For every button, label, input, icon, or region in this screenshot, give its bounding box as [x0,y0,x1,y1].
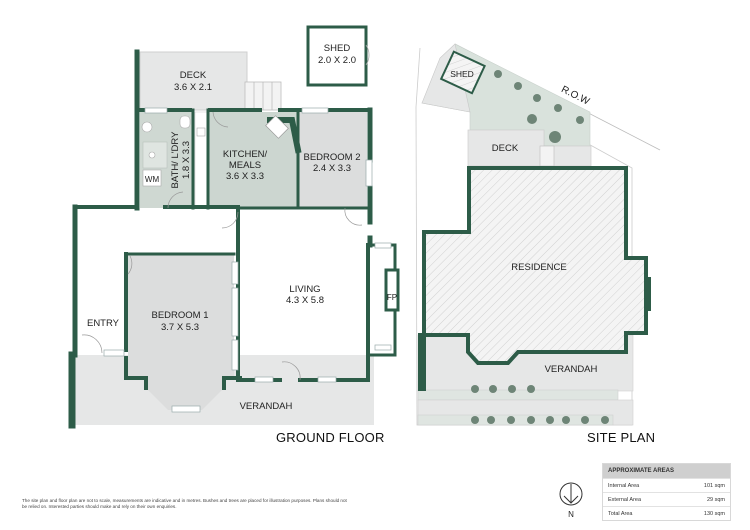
shed-dims: 2.0 X 2.0 [318,55,356,66]
site-deck-label: DECK [492,143,519,154]
site-plan-title: SITE PLAN [587,430,656,445]
ground-floor-title: GROUND FLOOR [276,430,385,445]
areas-row-label: Total Area [608,510,633,517]
living-label: LIVING [289,284,320,295]
site-verandah-label: VERANDAH [545,364,598,375]
deck-area [139,51,248,111]
walls [68,49,400,429]
areas-row-total: Total Area 130 sqm [603,506,730,520]
living-dims: 4.3 X 5.8 [286,295,324,306]
stove-icon [265,115,289,139]
bath-laundry-dims: 1.8 X 3.3 [181,141,192,179]
kitchen-dims: 3.6 X 3.3 [226,171,264,182]
areas-row-internal: Internal Area 101 sqm [603,478,730,492]
residence-label: RESIDENCE [511,262,566,273]
trees [494,70,584,143]
areas-row-external: External Area 29 sqm [603,492,730,506]
bedroom-2-room [299,112,367,208]
deck-label: DECK [180,70,207,81]
disclaimer-text: The site plan and floor plan are not to … [22,498,347,509]
areas-row-value: 130 sqm [703,510,725,517]
residence-footprint [422,166,648,365]
site-plan: SHED R.O.W DECK RESIDENCE VERANDAH [415,43,661,426]
site-shed [439,50,486,95]
washing-machine-label: WM [145,175,160,184]
site-shed-label: SHED [450,69,474,79]
bedroom-1-label: BEDROOM 1 [151,310,208,321]
ground-floor-plan: DECK 3.6 X 2.1 SHED 2.0 X 2.0 BATH/ L'DR… [68,25,400,429]
north-arrow-icon [559,482,583,506]
kitchen-label-2: MEALS [229,160,261,171]
areas-row-value: 101 sqm [703,482,725,489]
north-label: N [568,510,574,519]
windows [103,107,392,413]
deck-stairs [244,81,282,111]
bedroom-1-dims: 3.7 X 5.3 [161,322,199,333]
fireplace-label: FP [387,293,397,302]
bath-laundry-label: BATH/ L'DRY [170,131,181,189]
north-arrow: N [558,482,584,522]
kitchen-label: KITCHEN/ [223,149,268,160]
areas-row-label: Internal Area [608,482,640,489]
shed-label: SHED [324,43,351,54]
approximate-areas-table: APPROXIMATE AREAS Internal Area 101 sqm … [602,463,731,521]
areas-row-label: External Area [608,496,642,503]
entry-label: ENTRY [87,318,120,329]
door-swings [81,111,363,381]
bedroom-2-dims: 2.4 X 3.3 [313,163,351,174]
front-trees [471,385,609,424]
bedroom-2-label: BEDROOM 2 [303,152,360,163]
deck-dims: 3.6 X 2.1 [174,82,212,93]
living-room [240,210,368,380]
areas-heading: APPROXIMATE AREAS [603,464,730,478]
shed [306,25,368,87]
areas-row-value: 29 sqm [706,496,725,503]
verandah-label: VERANDAH [240,401,293,412]
